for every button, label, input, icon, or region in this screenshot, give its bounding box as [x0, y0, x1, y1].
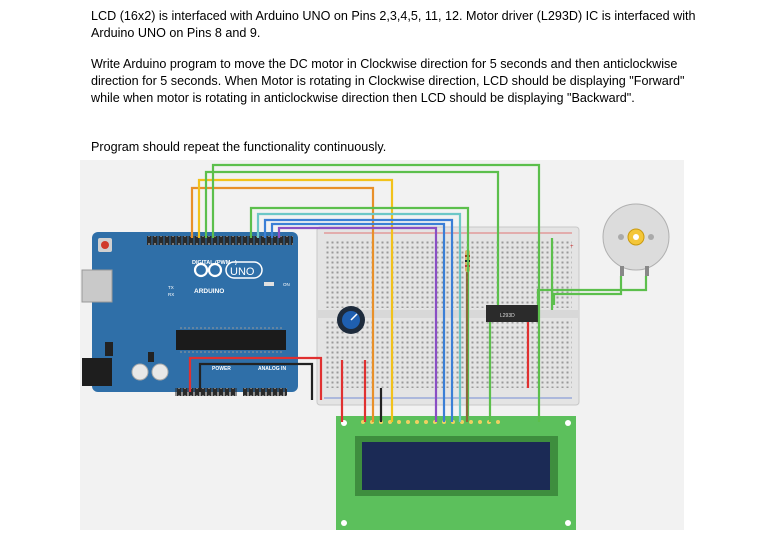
lcd-screen [362, 442, 550, 490]
tx-label: TX [168, 285, 174, 290]
lcd-16x2 [336, 416, 576, 530]
potentiometer [337, 306, 365, 334]
question-paragraph-2: Write Arduino program to move the DC mot… [91, 57, 685, 105]
power-label: POWER [212, 366, 231, 372]
rx-label: RX [168, 292, 174, 297]
l293d-ic: L293D [486, 305, 538, 322]
svg-text:+: + [570, 244, 574, 250]
question-paragraph-1: LCD (16x2) is interfaced with Arduino UN… [91, 9, 696, 40]
reset-button [101, 241, 109, 249]
breadboard: + [316, 226, 580, 406]
ic-label: L293D [500, 313, 515, 319]
microcontroller-chip [176, 330, 286, 350]
arduino-logo-icon [193, 262, 209, 278]
on-label: ON [283, 282, 290, 287]
board-brand-label: ARDUINO [194, 288, 224, 295]
wires [188, 163, 648, 422]
board-model-label: UNO [230, 266, 255, 278]
question-paragraph-3: Program should repeat the functionality … [91, 140, 387, 154]
circuit-diagram: + DIGITAL (PWM ~) UNO ARDUINO TX RX ON P… [80, 160, 684, 530]
arduino-uno-board: DIGITAL (PWM ~) UNO ARDUINO TX RX ON POW… [81, 232, 298, 396]
analog-label: ANALOG IN [258, 366, 286, 372]
dc-motor [602, 203, 670, 276]
